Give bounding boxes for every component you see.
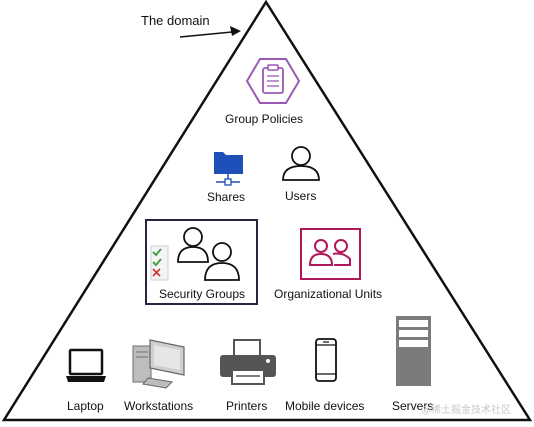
mobile-device-icon — [315, 338, 337, 382]
label-servers: Servers — [392, 399, 434, 413]
watermark: @稀土掘金技术社区 — [421, 405, 511, 416]
laptop-icon — [66, 348, 106, 382]
organizational-unit-icon — [300, 228, 361, 280]
label-shares: Shares — [207, 190, 246, 204]
server-icon — [396, 316, 431, 386]
label-laptop: Laptop — [67, 399, 104, 413]
printer-icon — [220, 339, 276, 385]
label-organizational-units: Organizational Units — [274, 287, 383, 301]
workstation-icon — [132, 339, 185, 389]
label-security-groups: Security Groups — [159, 287, 246, 301]
security-groups-box — [145, 219, 258, 305]
domain-annotation: The domain — [141, 13, 210, 28]
label-printers: Printers — [226, 399, 268, 413]
clipboard-policy-icon — [245, 58, 301, 104]
user-icon — [282, 146, 320, 181]
arrow-icon — [179, 26, 241, 38]
security-group-icon — [150, 227, 240, 281]
shared-folder-icon — [214, 152, 243, 186]
label-users: Users — [285, 189, 317, 203]
label-mobile-devices: Mobile devices — [285, 399, 365, 413]
label-workstations: Workstations — [124, 399, 194, 413]
label-group-policies: Group Policies — [225, 112, 304, 126]
